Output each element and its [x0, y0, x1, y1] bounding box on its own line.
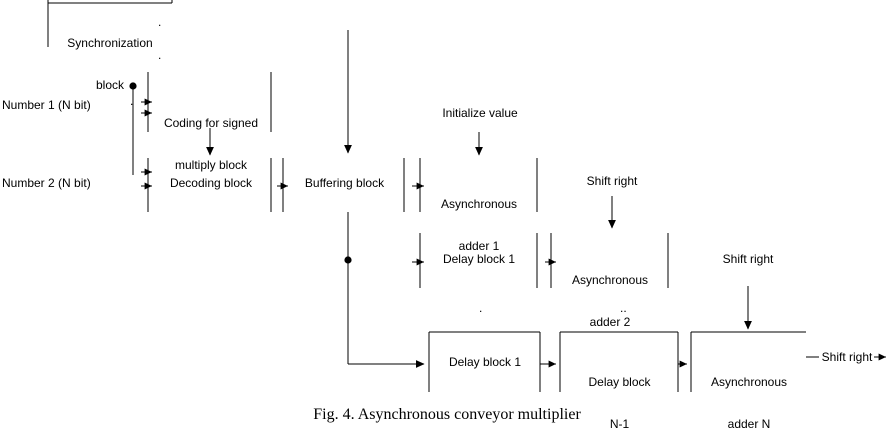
shift-right-adder2-label: Shift right	[586, 174, 638, 188]
delay-block-1-mid-label: Delay block 1	[442, 252, 516, 266]
buffering-block-label: Buffering block	[304, 176, 385, 190]
async-adder-n-line2: adder N	[727, 417, 771, 431]
synchronization-block-label: Synchronization block	[48, 8, 172, 120]
ellipsis-right: ..	[620, 301, 627, 315]
synchronization-block-line2: block	[95, 78, 124, 92]
feed-arrows	[141, 98, 556, 266]
async-adder-n-outline	[690, 331, 806, 392]
async-adder-2-line1: Asynchronous	[571, 273, 649, 287]
coding-block-label: Coding for signed multiply block	[152, 88, 270, 200]
async-adder-n-line1: Asynchronous	[710, 375, 788, 389]
junction-dot-buffer	[344, 256, 352, 264]
delay-block-n-1-outline	[559, 331, 679, 392]
ellipsis-top-a: .	[158, 15, 162, 29]
input-label-number-2: Number 2 (N bit)	[2, 176, 91, 190]
async-adder-1-line1: Asynchronous	[440, 197, 518, 211]
input-label-number-1: Number 1 (N bit)	[2, 98, 91, 112]
ellipsis-input: .	[130, 94, 134, 108]
async-adder-1-label: Asynchronous adder 1	[421, 169, 537, 281]
shift-right-adderN-label: Shift right	[722, 252, 774, 266]
figure-caption: Fig. 4. Asynchronous conveyor multiplier	[313, 406, 581, 423]
ellipsis-left: .	[479, 301, 483, 315]
delay-block-1-bottom-outline	[428, 331, 541, 392]
coding-block-line2: multiply block	[174, 158, 248, 172]
ellipsis-top-b: .	[158, 48, 162, 62]
async-adder-n-label: Asynchronous adder N	[692, 347, 806, 434]
delay-block-n-1-line1: Delay block	[588, 375, 651, 389]
buffering-output-bus	[347, 212, 425, 368]
synchronization-block-line1: Synchronization	[67, 36, 153, 50]
shift-right-output-label: Shift right	[821, 350, 873, 364]
coding-block-line1: Coding for signed	[163, 116, 259, 130]
delay-block-n-1-line2: N-1	[609, 417, 630, 431]
delay-block-n-1-label: Delay block N-1	[561, 347, 678, 434]
initialize-value-label: Initialize value	[442, 106, 518, 120]
async-adder-1-line2: adder 1	[458, 239, 500, 253]
async-adder-2-label: Asynchronous adder 2	[552, 245, 668, 357]
junction-dot-input	[129, 82, 137, 90]
delay-block-1-bottom-label: Delay block 1	[448, 355, 522, 369]
async-adder-2-line2: adder 2	[589, 315, 631, 329]
synchronization-block-outline	[47, 0, 173, 47]
junction-dots	[129, 82, 352, 264]
decoding-block-label: Decoding block	[169, 176, 253, 190]
